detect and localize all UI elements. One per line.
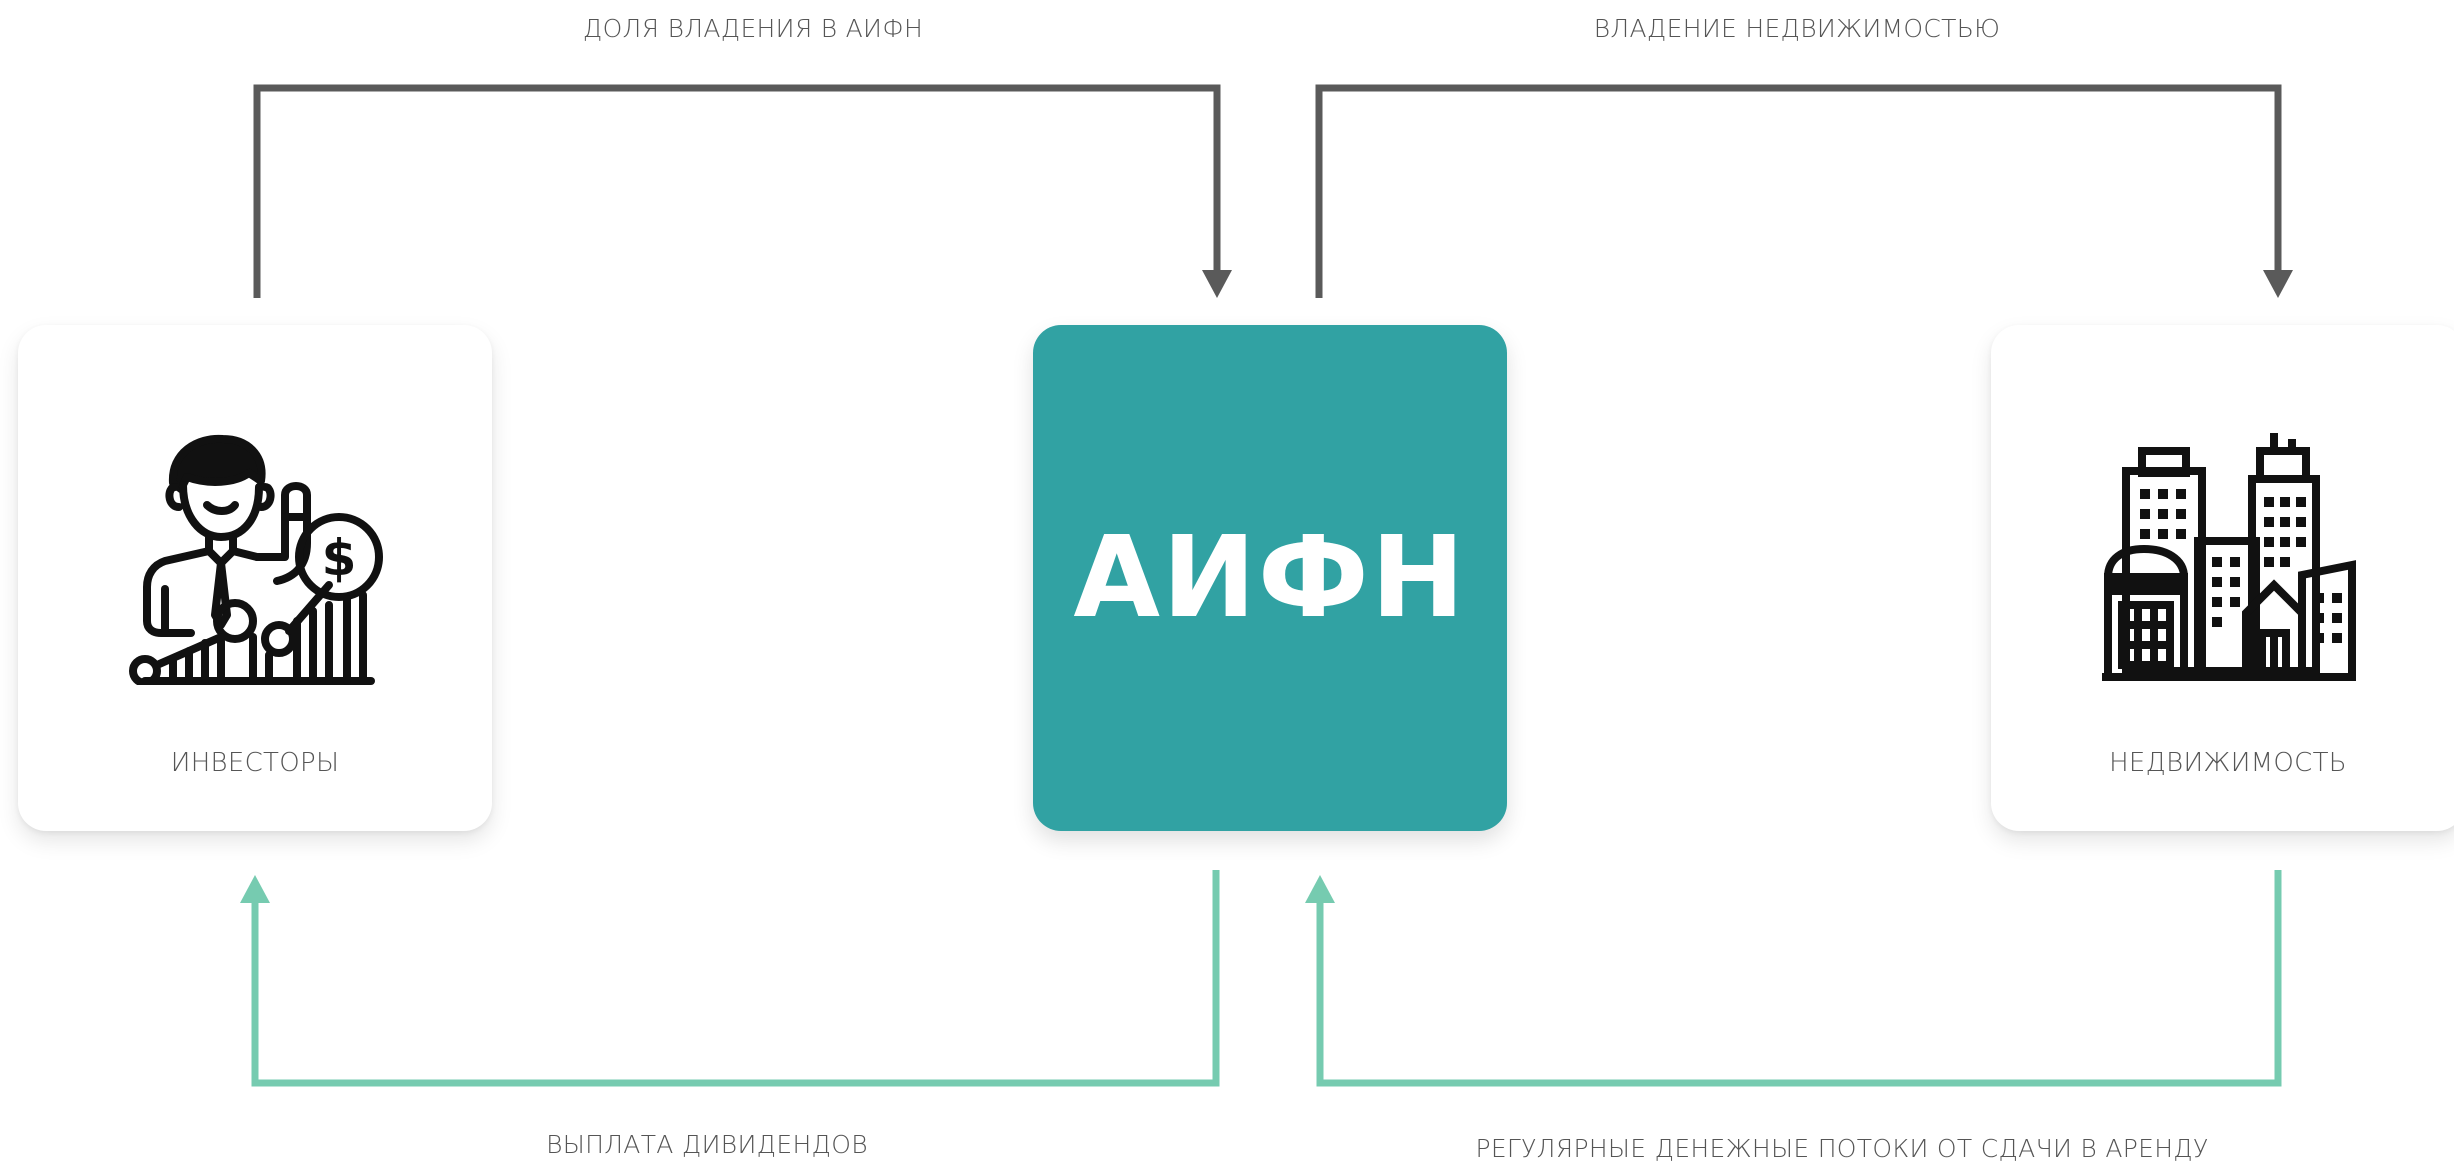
fund-card: АИФН: [1033, 325, 1507, 831]
investors-card: $ ИНВЕСТОРЫ: [18, 325, 492, 831]
label-dividend-payment: ВЫПЛАТА ДИВИДЕНДОВ: [546, 1130, 868, 1159]
arrowhead-down-realty: [2263, 270, 2293, 298]
arrowhead-down-fund: [1202, 270, 1232, 298]
fund-title: АИФН: [1073, 513, 1467, 643]
ownership-arrow-investors-to-fund: [253, 84, 1221, 298]
dividend-arrow-fund-to-investors: [251, 870, 1220, 1087]
label-rental-cashflow: РЕГУЛЯРНЫЕ ДЕНЕЖНЫЕ ПОТОКИ ОТ СДАЧИ В АР…: [1475, 1134, 2209, 1163]
ownership-arrow-fund-to-realty: [1315, 84, 2282, 298]
svg-text:$: $: [322, 529, 357, 587]
arrowhead-up-fund: [1305, 875, 1335, 903]
arrowhead-up-investors: [240, 875, 270, 903]
label-property-ownership: ВЛАДЕНИЕ НЕДВИЖИМОСТЬЮ: [1593, 14, 2001, 43]
investors-caption: ИНВЕСТОРЫ: [170, 748, 340, 778]
buildings-icon: [2098, 425, 2358, 690]
realty-card: НЕДВИЖИМОСТЬ: [1991, 325, 2454, 831]
realty-caption: НЕДВИЖИМОСТЬ: [2109, 748, 2347, 778]
cashflow-arrow-realty-to-fund: [1316, 870, 2282, 1087]
investor-icon: $: [125, 425, 385, 690]
label-ownership-share: ДОЛЯ ВЛАДЕНИЯ В АИФН: [582, 14, 924, 43]
